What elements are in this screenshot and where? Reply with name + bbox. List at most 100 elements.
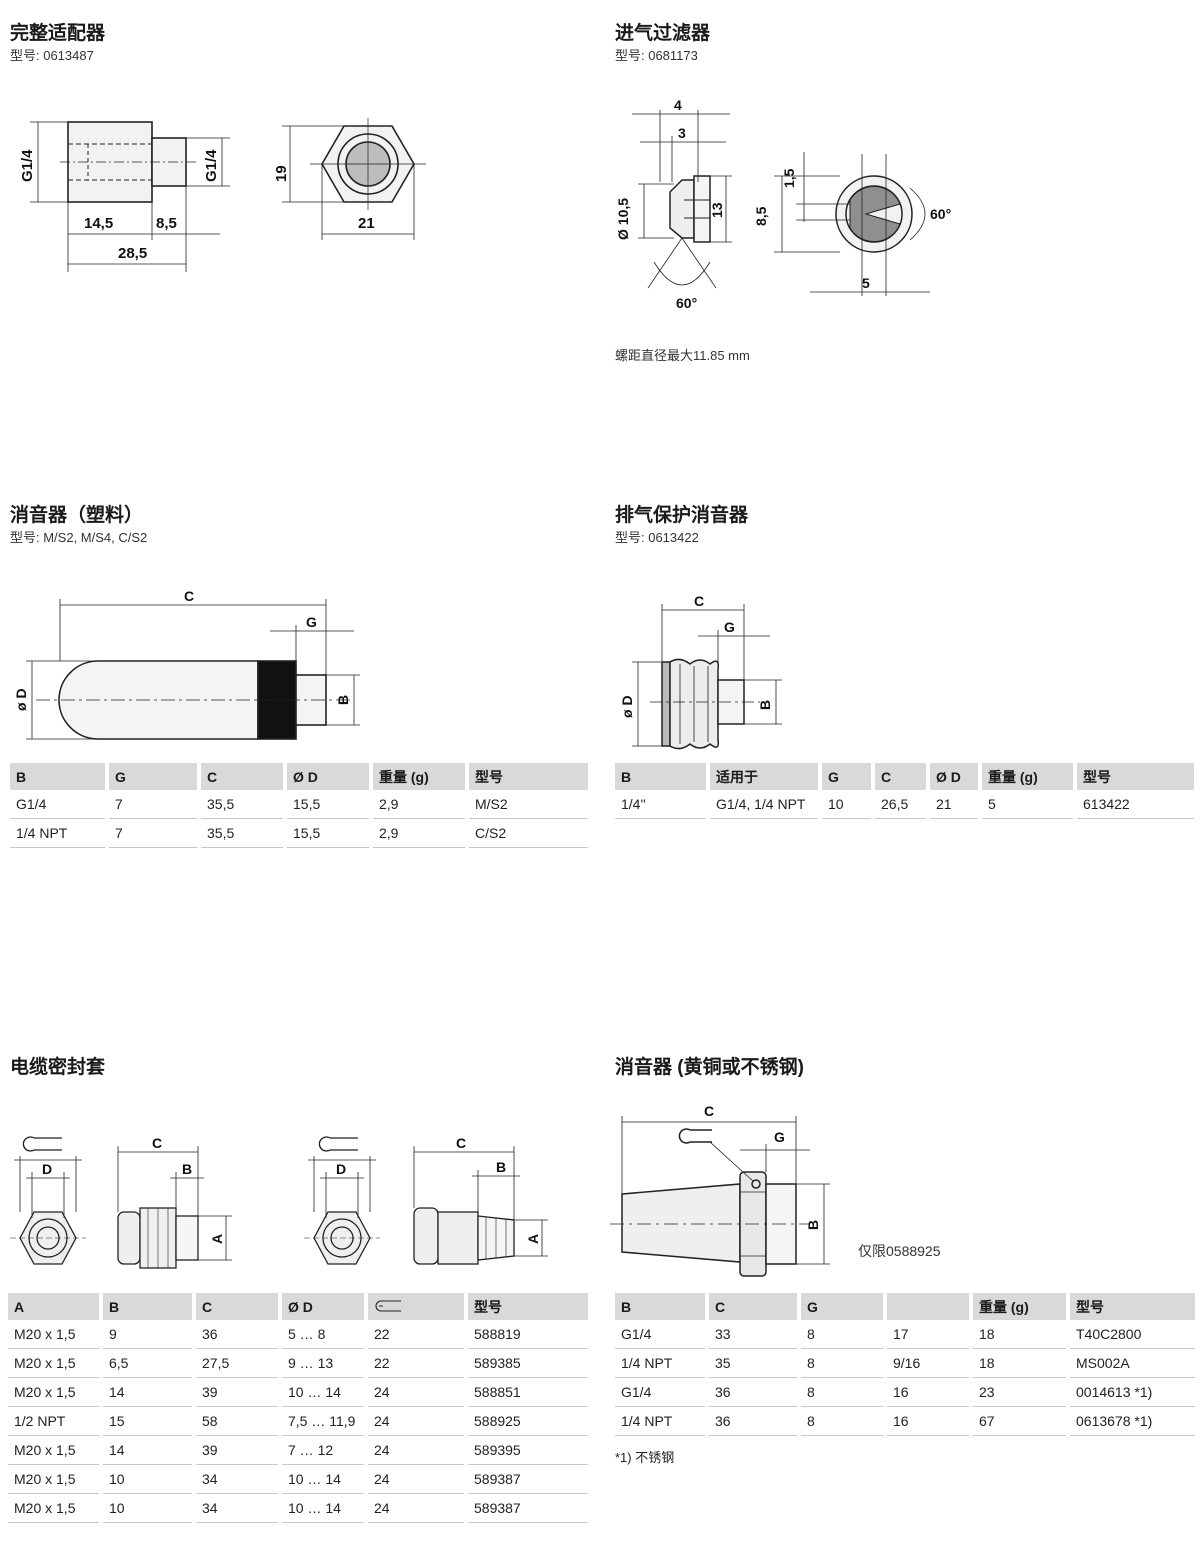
exhaust-dim-d: ø D — [619, 695, 635, 718]
adapter-dim-total: 28,5 — [118, 245, 147, 262]
muffler-plastic-drawing: C G ø D B — [13, 588, 360, 740]
table-cell: M20 x 1,5 — [8, 1464, 103, 1494]
table-cell: 18 — [971, 1348, 1070, 1378]
filter-drawing: 4 3 Ø 10,5 13 60° 1,5 8,5 60° 5 — [615, 97, 951, 311]
column-header: A — [8, 1293, 103, 1320]
table-cell: 10 — [101, 1493, 196, 1523]
muffler-metal-dim-b: B — [805, 1220, 821, 1230]
table-cell: 5 … 8 — [280, 1320, 368, 1349]
adapter-dim-g2: G1/4 — [203, 149, 220, 182]
table-cell: G1/4 — [615, 1377, 709, 1407]
filter-dim-3: 3 — [678, 125, 686, 141]
table-cell: 1/4'' — [615, 790, 710, 819]
column-header: Ø D — [285, 763, 373, 790]
cable-gland-title: 电缆密封套 — [10, 1057, 106, 1078]
filter-note: 螺距直径最大11.85 mm — [615, 348, 750, 363]
muffler-plastic-section: 消音器（塑料） 型号: M/S2, M/S4, C/S2 — [10, 504, 147, 546]
table-cell: 7,5 … 11,9 — [280, 1406, 368, 1436]
muffler-plastic-dim-c: C — [184, 588, 194, 604]
adapter-section: 完整适配器 型号: 0613487 — [10, 22, 105, 64]
table-row: G1/4 7 35,5 15,5 2,9 M/S2 — [10, 790, 588, 819]
column-header — [885, 1293, 973, 1320]
table-cell: M20 x 1,5 — [8, 1493, 103, 1523]
cable-gland-dim-a2: A — [525, 1234, 541, 1244]
adapter-dim-l2: 8,5 — [156, 215, 177, 232]
exhaust-section: 排气保护消音器 型号: 0613422 — [615, 504, 748, 546]
table-cell: 15 — [101, 1406, 196, 1436]
filter-dim-4: 4 — [674, 97, 682, 113]
muffler-plastic-table: B G C Ø D 重量 (g) 型号 G1/4 7 35,5 15,5 2,9… — [10, 763, 588, 848]
table-cell: 15,5 — [285, 790, 373, 819]
column-header: Ø D — [280, 1293, 368, 1320]
column-header: C — [873, 763, 930, 790]
filter-dim-85: 8,5 — [753, 206, 769, 226]
table-header-row: A B C Ø D 型号 — [8, 1293, 588, 1320]
column-header: C — [199, 763, 287, 790]
cable-gland-dim-c2: C — [456, 1135, 466, 1151]
table-cell: 24 — [366, 1464, 468, 1494]
table-cell: M20 x 1,5 — [8, 1377, 103, 1407]
table-cell: 34 — [194, 1464, 282, 1494]
column-header: G — [799, 1293, 887, 1320]
muffler-plastic-model: 型号: M/S2, M/S4, C/S2 — [10, 530, 148, 545]
muffler-plastic-dim-d: ø D — [13, 688, 29, 711]
table-cell: 24 — [366, 1406, 468, 1436]
cable-gland-dim-b: B — [182, 1161, 192, 1177]
adapter-model: 型号: 0613487 — [10, 48, 94, 63]
column-header: C — [707, 1293, 801, 1320]
table-header-row: B 适用于 G C Ø D 重量 (g) 型号 — [615, 763, 1194, 790]
column-header: C — [194, 1293, 282, 1320]
adapter-dim-hex: 21 — [358, 215, 375, 232]
table-cell: 33 — [707, 1320, 801, 1349]
table-cell: 6,5 — [101, 1348, 196, 1378]
cable-gland-section: 电缆密封套 — [10, 1056, 105, 1080]
muffler-plastic-title: 消音器（塑料） — [10, 505, 144, 526]
table-cell: 588851 — [466, 1377, 588, 1407]
filter-dim-ang1: 60° — [676, 295, 697, 311]
table-cell: 35 — [707, 1348, 801, 1378]
table-cell: 35,5 — [199, 790, 287, 819]
column-header: 型号 — [466, 1293, 588, 1320]
table-cell: 8 — [799, 1406, 887, 1436]
filter-dim-ang2: 60° — [930, 206, 951, 222]
filter-title: 进气过滤器 — [615, 23, 711, 44]
table-cell: 589387 — [466, 1493, 588, 1523]
table-cell: 8 — [799, 1377, 887, 1407]
wrench-icon — [375, 1299, 401, 1312]
table-cell: 1/4 NPT — [615, 1406, 709, 1436]
table-cell: 9 … 13 — [280, 1348, 368, 1378]
table-cell: 35,5 — [199, 818, 287, 848]
table-cell: 39 — [194, 1377, 282, 1407]
table-cell: M/S2 — [467, 790, 588, 819]
cable-gland-dim-d2: D — [336, 1161, 346, 1177]
table-cell: G1/4 — [615, 1320, 709, 1349]
column-header-wrench — [366, 1293, 468, 1320]
table-cell: 10 — [101, 1464, 196, 1494]
table-cell: 14 — [101, 1435, 196, 1465]
table-cell: M20 x 1,5 — [8, 1435, 103, 1465]
column-header: B — [615, 763, 710, 790]
exhaust-table: B 适用于 G C Ø D 重量 (g) 型号 1/4'' G1/4, 1/4 … — [615, 763, 1194, 819]
cable-gland-drawing: D C B A D C B A — [10, 1135, 548, 1269]
table-cell: M20 x 1,5 — [8, 1320, 103, 1349]
table-cell: 67 — [971, 1406, 1070, 1436]
table-cell: 0613678 *1) — [1068, 1406, 1195, 1436]
muffler-plastic-dim-b: B — [335, 695, 351, 705]
table-header-row: B C G 重量 (g) 型号 — [615, 1293, 1195, 1320]
muffler-metal-dim-g: G — [774, 1129, 785, 1145]
table-cell: 27,5 — [194, 1348, 282, 1378]
table-cell: 15,5 — [285, 818, 373, 848]
table-cell: 26,5 — [873, 790, 930, 819]
muffler-metal-footnote: *1) 不锈钢 — [615, 1450, 675, 1465]
column-header: 型号 — [1068, 1293, 1195, 1320]
exhaust-drawing: C G ø D B — [619, 593, 782, 750]
table-cell: C/S2 — [467, 818, 588, 848]
